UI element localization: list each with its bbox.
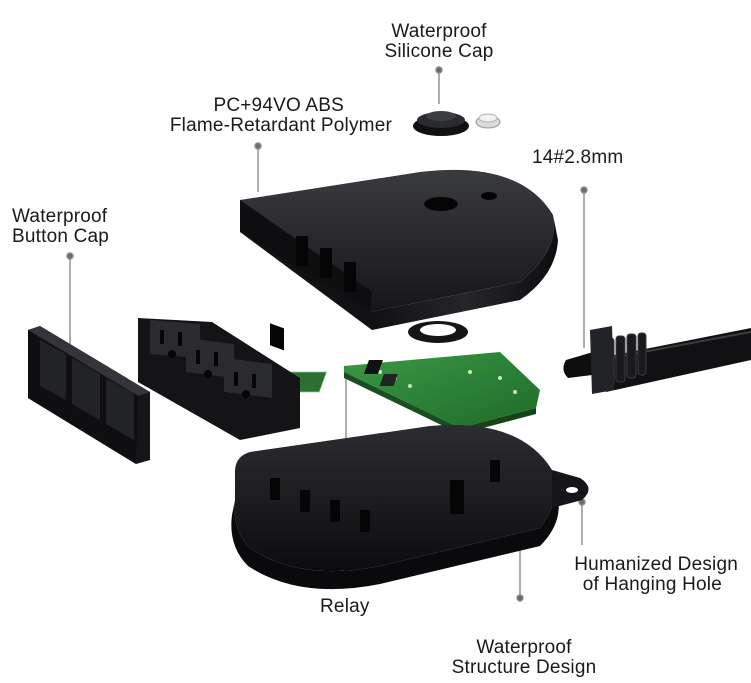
- rubber-gasket-icon: [408, 321, 468, 343]
- label-button-cap-line1: Waterproof: [12, 206, 108, 227]
- label-structure-line2: Structure Design: [451, 657, 597, 678]
- label-hanging-hole-line1: Humanized Design: [574, 554, 738, 575]
- label-structure-line1: Waterproof: [476, 637, 572, 658]
- button-cap-icon: [28, 326, 150, 464]
- label-silicone-cap-line1: Waterproof: [391, 21, 487, 42]
- label-relay: Relay: [320, 597, 370, 617]
- label-button-cap: Waterproof Button Cap: [12, 207, 109, 247]
- label-polymer-line2: Flame-Retardant Polymer: [169, 115, 392, 136]
- label-silicone-cap: Waterproof Silicone Cap: [372, 22, 506, 62]
- bottom-case-icon: [231, 424, 589, 590]
- label-cable-gauge: 14#2.8mm: [532, 148, 623, 168]
- label-hanging-hole: Humanized Design of Hanging Hole: [530, 555, 738, 595]
- label-hanging-hole-line2: of Hanging Hole: [582, 574, 722, 595]
- leader-dot-polymer: [254, 142, 262, 150]
- leader-dot-structure: [516, 594, 524, 602]
- label-polymer-line1: PC+94VO ABS: [213, 95, 344, 116]
- outlet-module-icon: [138, 318, 300, 440]
- leader-dot-silicone-cap: [435, 66, 443, 74]
- top-cover-icon: [240, 169, 558, 351]
- leader-dot-cable: [580, 186, 588, 194]
- power-cable-icon: [563, 326, 751, 394]
- label-polymer: PC+94VO ABS Flame-Retardant Polymer: [110, 96, 392, 136]
- label-relay-line1: Relay: [320, 596, 370, 617]
- label-silicone-cap-line2: Silicone Cap: [384, 41, 494, 62]
- label-structure: Waterproof Structure Design: [436, 638, 612, 678]
- leader-dot-button-cap: [66, 252, 74, 260]
- label-button-cap-line2: Button Cap: [12, 226, 110, 247]
- label-cable-gauge-line1: 14#2.8mm: [532, 147, 624, 168]
- silicone-cap-icon: [413, 111, 469, 136]
- silicone-plug-icon: [475, 113, 501, 129]
